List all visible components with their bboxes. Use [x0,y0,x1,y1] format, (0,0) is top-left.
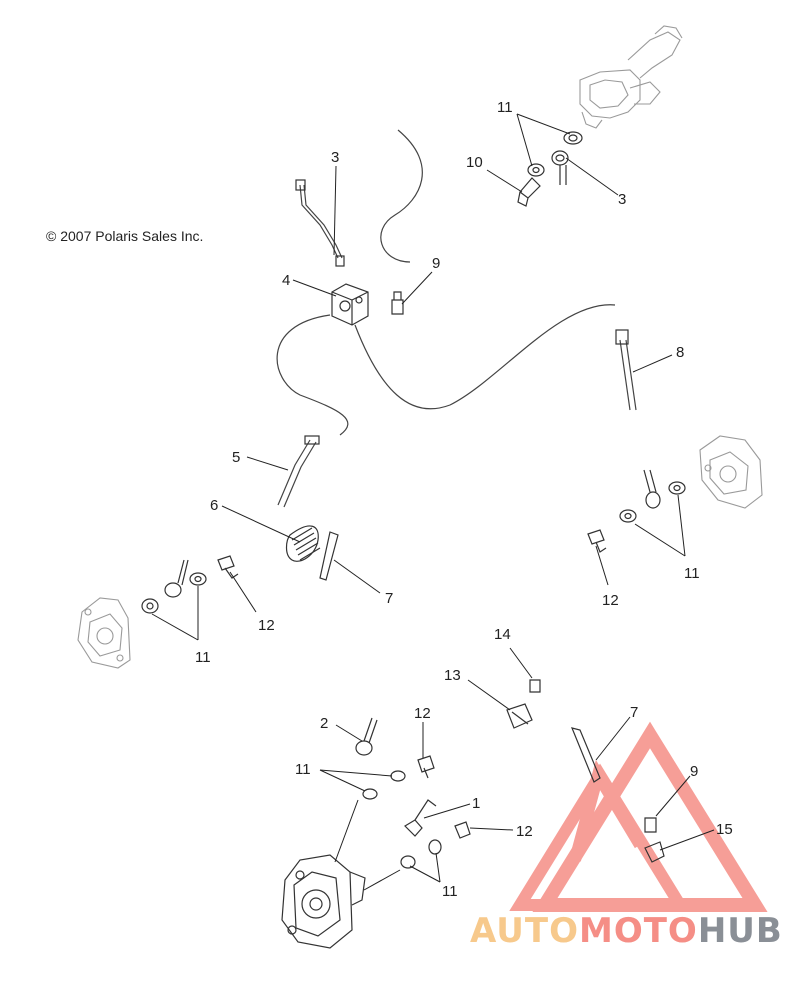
left-caliper-illustration [77,597,131,669]
top-washer-set [517,131,583,207]
master-cylinder-illustration [579,25,683,129]
callout-label: 9 [432,255,440,272]
callout-label: 11 [442,883,458,900]
callout-label: 11 [195,649,211,666]
callout-label: 6 [210,497,218,514]
callout-label: 7 [630,704,638,721]
banjo-bolt [517,177,541,207]
watermark-logo [509,721,768,912]
callout-labels: 11 10 3 3 4 9 8 5 6 7 11 12 11 12 14 13 … [195,99,733,900]
callout-label: 7 [385,590,393,607]
watermark-triangle-inner [509,763,691,911]
watermark-m-stroke [569,759,646,862]
callout-label: 13 [444,667,461,684]
callout-label: 2 [320,715,328,732]
callout-label: 10 [466,154,483,171]
callout-label: 1 [472,795,480,812]
bolt-upper [391,291,404,315]
callout-label: 5 [232,449,240,466]
callout-label: 11 [497,99,513,116]
banjo-fitting [551,150,569,166]
washer [527,163,545,177]
callout-label: 3 [618,191,626,208]
callout-label: 12 [602,592,619,609]
right-caliper-parts [587,469,686,553]
spring [285,525,321,562]
callout-label: 15 [716,821,733,838]
callout-label: 12 [258,617,275,634]
watermark-moto: MOTO [579,911,698,951]
callout-label: 8 [676,344,684,361]
brake-hoses [276,129,637,508]
left-caliper-parts [141,555,239,614]
lower-caliper-illustration [281,854,366,949]
copyright-notice: © 2007 Polaris Sales Inc. [46,228,203,244]
lower-fittings [355,679,665,869]
watermark-hub: HUB [698,911,783,951]
callout-label: 4 [282,272,290,289]
callout-label: 9 [690,763,698,780]
washer [563,131,583,145]
right-caliper-illustration [699,435,763,509]
callout-label: 11 [684,565,700,582]
leader-lines [151,113,715,891]
watermark-auto: AUTO [470,911,579,951]
junction-block [331,283,369,326]
callout-label: 12 [414,705,431,722]
callout-label: 3 [331,149,339,166]
callout-label: 11 [295,761,311,778]
callout-label: 14 [494,626,511,643]
pin [319,531,339,581]
callout-label: 12 [516,823,533,840]
watermark-text: AUTOMOTOHUB [470,911,783,951]
